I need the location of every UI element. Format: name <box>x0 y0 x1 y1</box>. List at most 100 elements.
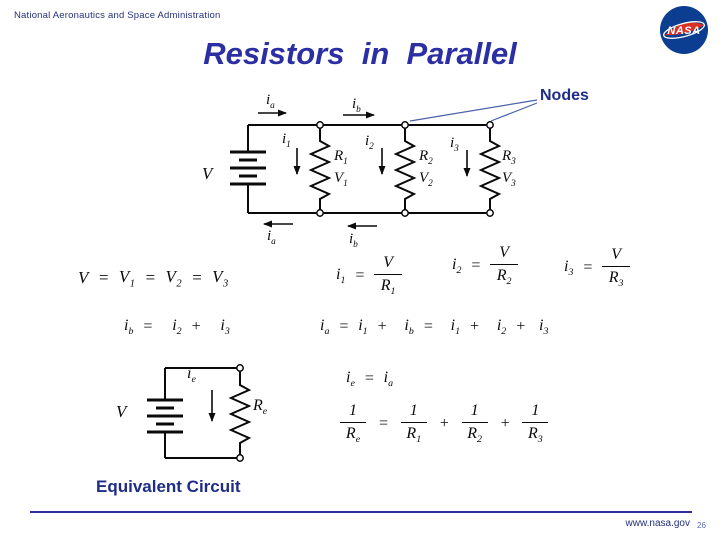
logo-red-swoosh <box>665 22 704 36</box>
var: R <box>406 425 417 442</box>
var: R <box>502 148 512 164</box>
fraction-1-over-r3: 1 R3 <box>522 402 549 445</box>
agency-name: National Aeronautics and Space Administr… <box>14 10 221 21</box>
label-r1: R1 <box>334 148 348 167</box>
label-battery-v-eqv: V <box>116 402 127 421</box>
sub-index: 3 <box>543 326 549 338</box>
equals: = <box>97 268 110 288</box>
resistor-r2 <box>393 125 417 213</box>
label-re: Re <box>253 397 267 417</box>
plus: + <box>438 414 450 432</box>
label-ib-bottom: ib <box>349 231 358 250</box>
sub-index: 3 <box>511 157 516 167</box>
parallel-circuit-diagram <box>230 99 538 230</box>
sub-index: 1 <box>286 140 291 150</box>
var: R <box>380 277 391 294</box>
sub-index: 1 <box>416 434 422 446</box>
var-v: V <box>78 268 89 288</box>
numerator: V <box>602 246 630 267</box>
equals: = <box>191 268 204 288</box>
sub-index: e <box>355 434 361 446</box>
equals: = <box>470 256 482 274</box>
numerator: 1 <box>400 402 427 423</box>
node-top-2 <box>401 121 409 129</box>
var: R <box>496 267 507 284</box>
sub-index: 1 <box>390 286 396 298</box>
logo-orbit <box>662 21 706 39</box>
var: V <box>118 267 130 286</box>
label-i3: i3 <box>450 135 459 154</box>
var: i <box>450 135 455 151</box>
page-title: Resistors in Parallel <box>203 36 517 71</box>
label-v2: V2 <box>419 170 433 189</box>
fraction-v-over-r2: V R2 <box>490 244 518 287</box>
battery-symbol <box>230 150 266 186</box>
resistor-re <box>228 368 252 458</box>
sub-index: 3 <box>618 278 624 290</box>
term-ib: ib <box>404 317 413 337</box>
equation-ia-sum: ia = i1 + ib = i1 + i2 + i3 <box>320 317 548 337</box>
label-i1: i1 <box>282 131 291 150</box>
var: i <box>404 317 409 334</box>
var: i <box>220 317 225 334</box>
var: R <box>334 148 344 164</box>
node-top-1 <box>316 121 324 129</box>
var: V <box>502 170 512 186</box>
numerator: 1 <box>522 402 549 423</box>
var: i <box>349 231 354 247</box>
denominator: Re <box>340 423 366 445</box>
sub-index: 2 <box>506 276 512 288</box>
equation-i2: i 2 = V R2 <box>452 244 518 287</box>
equation-ib-sum: ib = i2 + i3 <box>124 317 230 337</box>
sub-index: e <box>350 378 355 390</box>
label-battery-v: V <box>202 164 213 183</box>
term-ie: ie <box>346 369 355 389</box>
var: i <box>352 96 357 112</box>
sub-index: 1 <box>455 326 461 338</box>
equals: = <box>142 318 154 336</box>
var: R <box>608 269 619 286</box>
equation-i3: i3 = V R3 <box>564 246 630 289</box>
term-i3: i3 <box>539 317 548 337</box>
nodes-callout-lines <box>409 99 538 122</box>
sub-index: a <box>324 326 330 338</box>
fraction-v-over-r1: V R1 <box>374 254 402 297</box>
footer-divider <box>30 511 692 513</box>
node-bottom-2 <box>401 209 409 217</box>
numerator: V <box>490 244 518 265</box>
term-i1: i1 <box>358 317 367 337</box>
resistor-r3 <box>478 125 502 213</box>
var: i <box>282 131 287 147</box>
numerator: 1 <box>340 402 366 423</box>
equals: = <box>354 266 366 284</box>
equals: = <box>338 318 350 336</box>
var: V <box>165 267 177 286</box>
nasa-logo-icon: NASA <box>660 6 708 54</box>
label-i2: i2 <box>365 133 374 152</box>
sub-index: 1 <box>343 157 348 167</box>
term-i3: i3 <box>564 258 573 278</box>
sub-index: b <box>353 240 358 250</box>
term-i1: i1 <box>451 317 460 337</box>
denominator: R3 <box>522 423 548 445</box>
sub-index: 1 <box>362 326 368 338</box>
var: i <box>452 255 457 273</box>
denominator: R2 <box>462 423 488 445</box>
var: V <box>334 170 344 186</box>
label-ie: ie <box>187 365 196 385</box>
sub-index: 2 <box>176 278 183 290</box>
equation-reciprocal-resistance: 1 Re = 1 R1 + 1 R2 + 1 R3 <box>340 402 549 446</box>
sub-index: 2 <box>501 326 507 338</box>
sub-index: b <box>128 326 134 338</box>
page-number: 26 <box>697 521 706 530</box>
equals: = <box>363 370 375 388</box>
node-top <box>236 364 244 372</box>
var: i <box>187 365 192 382</box>
label-v1: V1 <box>334 170 348 189</box>
var: i <box>336 265 341 283</box>
plus: + <box>190 318 202 336</box>
battery-symbol <box>147 398 183 434</box>
equivalent-circuit-diagram <box>147 364 252 462</box>
equals: = <box>582 258 594 276</box>
